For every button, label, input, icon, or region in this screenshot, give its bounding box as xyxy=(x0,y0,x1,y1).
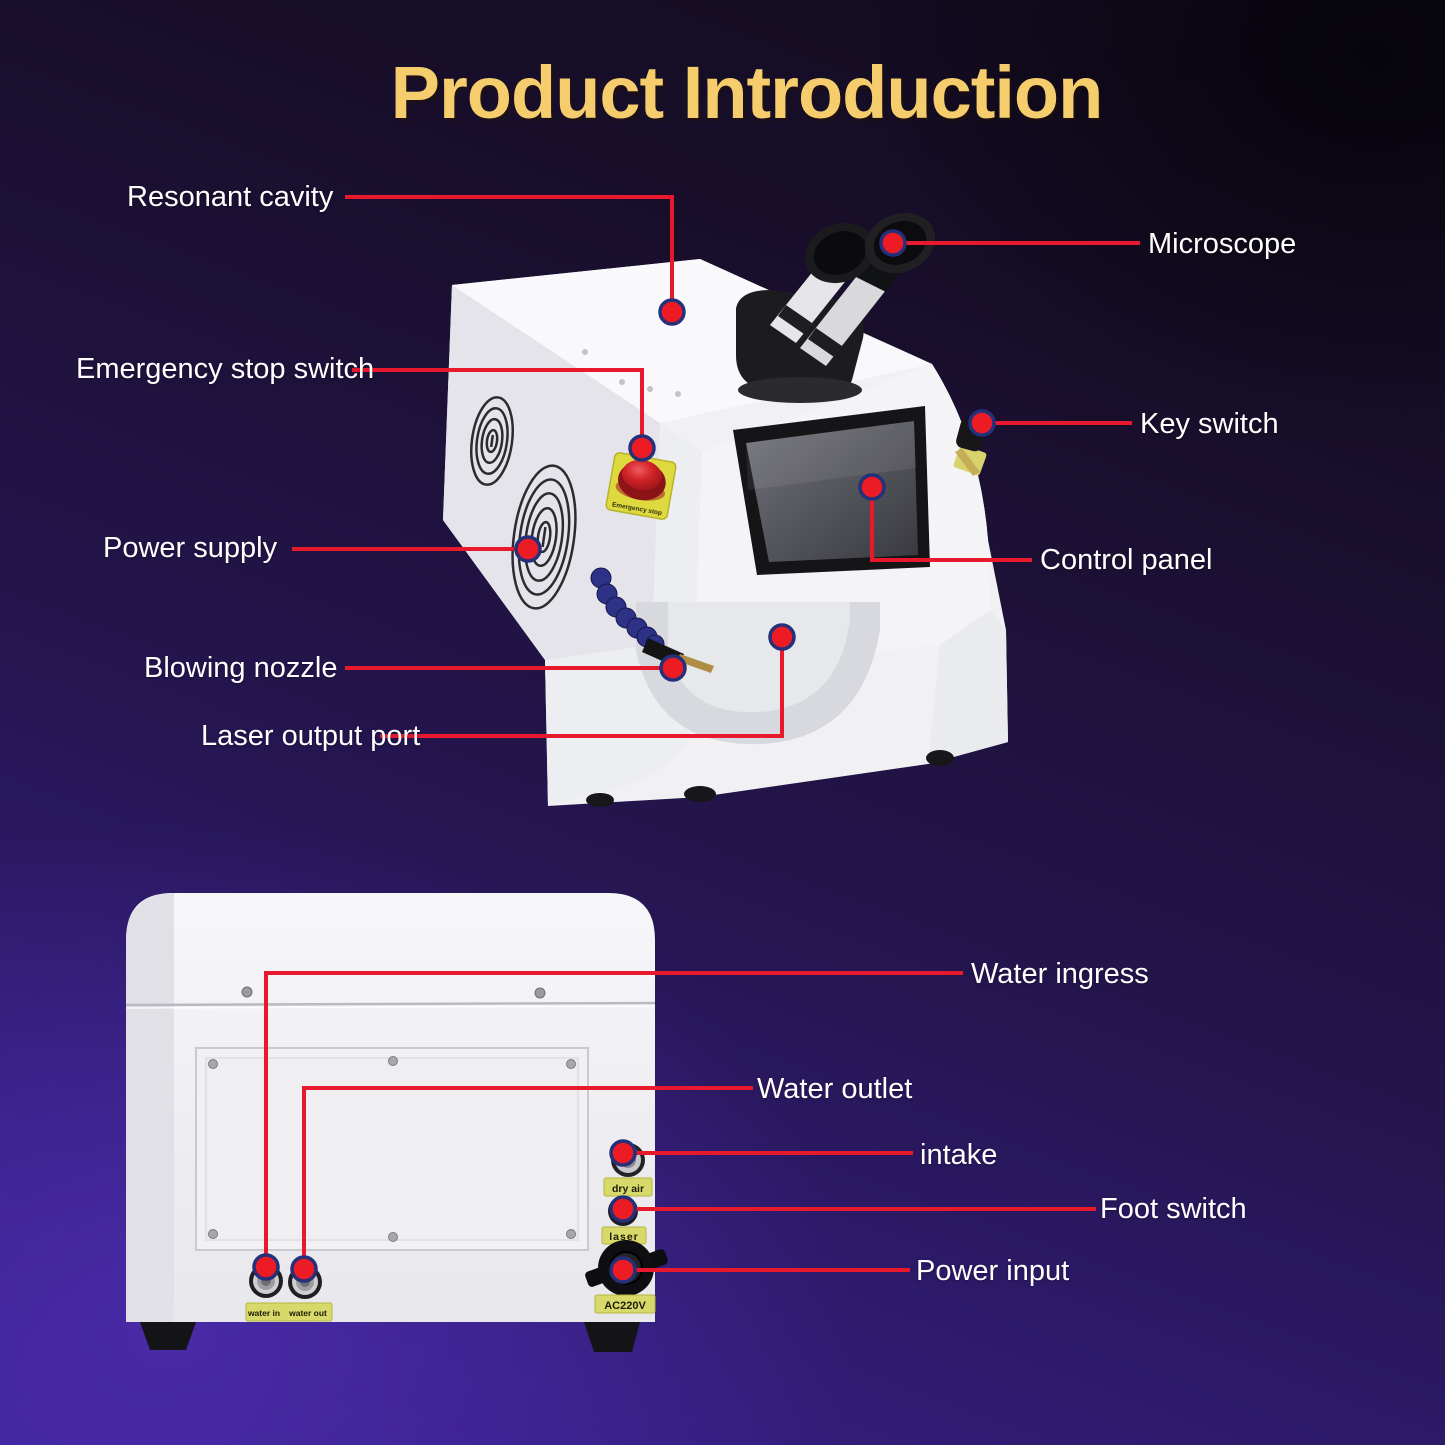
lid-screws xyxy=(241,986,546,999)
label-power-supply: Power supply xyxy=(103,532,278,564)
callout-dot-control-panel xyxy=(858,473,886,501)
label-foot-switch: Foot switch xyxy=(1100,1193,1247,1225)
callout-line-control-panel xyxy=(870,498,1032,562)
callout-line-emergency-stop xyxy=(352,368,644,437)
callout-dot-blowing-nozzle xyxy=(659,654,687,682)
callout-dot-power-supply xyxy=(514,535,542,563)
label-resonant-cavity: Resonant cavity xyxy=(127,181,334,213)
label-microscope: Microscope xyxy=(1148,228,1297,260)
back-machine-illustration: water in water out dry air laser xyxy=(125,893,668,1352)
callout-dot-water-ingress xyxy=(252,1253,280,1281)
callout-dot-emergency-stop xyxy=(628,434,656,462)
front-machine-illustration: Emergency stop xyxy=(443,212,1008,807)
callout-line-laser-output xyxy=(380,648,784,738)
front-machine-feet xyxy=(586,750,954,807)
callout-dot-resonant-cavity xyxy=(658,298,686,326)
dry-air-label: dry air xyxy=(612,1183,644,1195)
label-control-panel: Control panel xyxy=(1040,544,1213,576)
water-out-label: water out xyxy=(288,1308,327,1318)
label-water-ingress: Water ingress xyxy=(971,958,1149,990)
label-power-input: Power input xyxy=(916,1255,1070,1287)
water-labels-sticker: water in water out xyxy=(245,1302,333,1322)
power-label: AC220V xyxy=(604,1300,646,1312)
label-emergency-stop-switch: Emergency stop switch xyxy=(76,353,375,385)
laser-label: laser xyxy=(609,1231,639,1243)
power-sticker: AC220V xyxy=(594,1294,656,1314)
fan-grille-small xyxy=(470,396,514,486)
dry-air-sticker: dry air xyxy=(603,1177,653,1197)
callout-line-water-outlet xyxy=(302,1086,753,1258)
control-panel-screen xyxy=(733,406,930,575)
label-key-switch: Key switch xyxy=(1140,408,1279,440)
back-machine-left-edge xyxy=(126,893,174,1322)
callout-dot-power-input xyxy=(609,1256,637,1284)
callout-dot-water-outlet xyxy=(290,1255,318,1283)
machine-base-right xyxy=(928,610,1008,764)
machine-left-face xyxy=(443,285,660,660)
laser-sticker: laser xyxy=(601,1226,647,1245)
lid-seam xyxy=(125,1001,656,1007)
label-laser-output-port: Laser output port xyxy=(201,720,421,752)
callout-line-resonant-cavity xyxy=(345,195,674,302)
callout-dot-laser-output xyxy=(768,623,796,651)
callout-dot-intake xyxy=(609,1139,637,1167)
back-machine-feet xyxy=(140,1322,640,1352)
laser-arch-inner xyxy=(668,602,850,713)
callout-lines xyxy=(264,195,1140,1272)
label-water-outlet: Water outlet xyxy=(757,1073,913,1105)
top-face-screws xyxy=(582,349,681,397)
callout-dot-microscope xyxy=(879,229,907,257)
page-title: Product Introduction xyxy=(390,51,1104,134)
water-in-label: water in xyxy=(247,1308,280,1318)
callout-dot-key-switch xyxy=(968,409,996,437)
callout-dot-foot-switch xyxy=(609,1195,637,1223)
callout-line-water-ingress xyxy=(264,971,963,1256)
label-intake: intake xyxy=(920,1139,998,1171)
back-panel-inner xyxy=(205,1057,579,1241)
label-blowing-nozzle: Blowing nozzle xyxy=(144,652,338,684)
back-panel-screws xyxy=(208,1056,576,1242)
emergency-stop-button: Emergency stop xyxy=(605,452,677,520)
fan-grille-large xyxy=(511,464,577,610)
callout-dots xyxy=(252,229,996,1284)
lid-seam-highlight xyxy=(125,1005,656,1009)
